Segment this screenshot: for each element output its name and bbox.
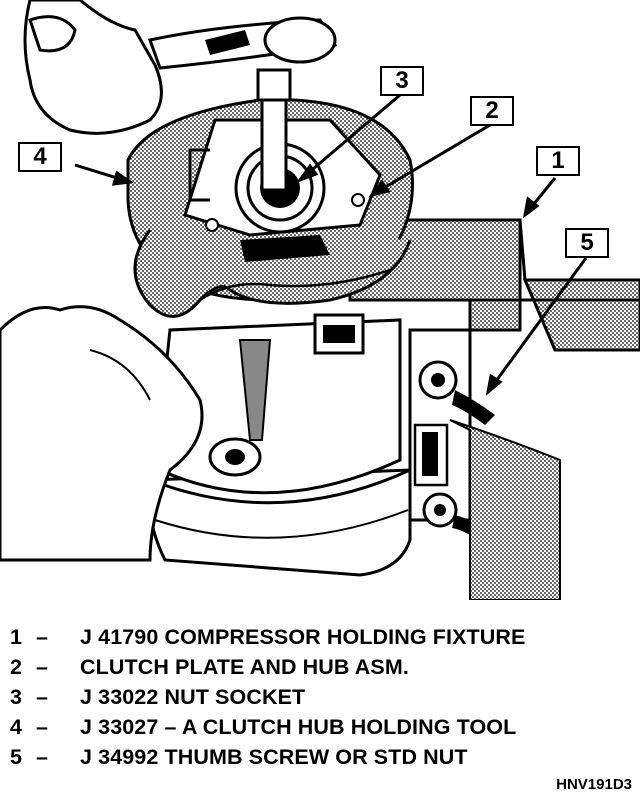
- legend-row: 2 – CLUTCH PLATE AND HUB ASM.: [10, 652, 630, 682]
- callout-5: 5: [565, 228, 609, 258]
- legend-text: CLUTCH PLATE AND HUB ASM.: [80, 654, 409, 679]
- legend-number: 3: [10, 684, 23, 709]
- legend-row: 5 – J 34992 THUMB SCREW OR STD NUT: [10, 742, 630, 772]
- legend-text: J 33027 – A CLUTCH HUB HOLDING TOOL: [80, 714, 517, 739]
- legend-dash: –: [36, 624, 49, 649]
- figure-id: HNV191D3: [556, 776, 632, 793]
- legend-row: 4 – J 33027 – A CLUTCH HUB HOLDING TOOL: [10, 712, 630, 742]
- callout-1: 1: [536, 146, 580, 176]
- legend-dash: –: [36, 714, 49, 739]
- callout-2: 2: [470, 96, 514, 126]
- callout-leaders: [74, 93, 588, 396]
- legend-text: J 33022 NUT SOCKET: [80, 684, 306, 709]
- legend-row: 1 – J 41790 COMPRESSOR HOLDING FIXTURE: [10, 622, 630, 652]
- legend-dash: –: [36, 654, 49, 679]
- legend-number: 5: [10, 744, 23, 769]
- callout-3: 3: [380, 66, 424, 96]
- legend-number: 4: [10, 714, 23, 739]
- nut-socket-drawing: [148, 16, 338, 192]
- legend-number: 2: [10, 654, 23, 679]
- legend-text: J 41790 COMPRESSOR HOLDING FIXTURE: [80, 624, 526, 649]
- compressor-body-drawing: [147, 313, 561, 600]
- legend-number: 1: [10, 624, 23, 649]
- legend: 1 – J 41790 COMPRESSOR HOLDING FIXTURE 2…: [10, 622, 630, 772]
- callout-4: 4: [18, 142, 62, 172]
- compressor-illustration: [0, 0, 640, 600]
- legend-row: 3 – J 33022 NUT SOCKET: [10, 682, 630, 712]
- legend-text: J 34992 THUMB SCREW OR STD NUT: [80, 744, 468, 769]
- hands-drawing: [0, 0, 204, 562]
- legend-dash: –: [36, 744, 49, 769]
- legend-dash: –: [36, 684, 49, 709]
